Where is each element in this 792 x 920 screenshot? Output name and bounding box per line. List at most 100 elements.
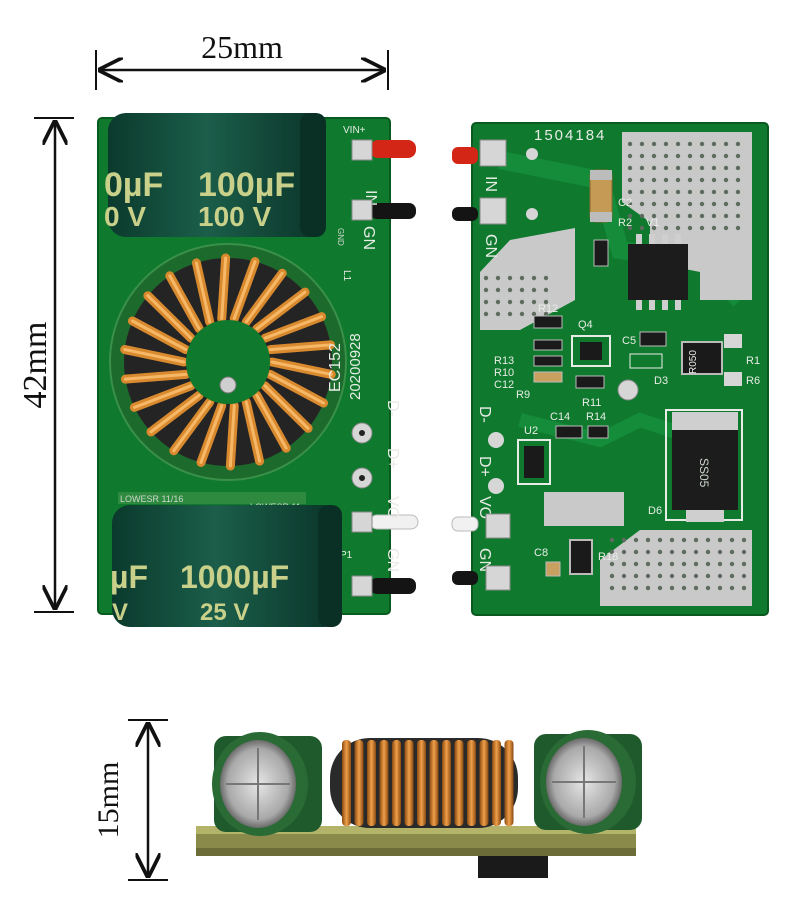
side-bottom-part bbox=[478, 856, 548, 878]
via bbox=[723, 153, 729, 159]
via bbox=[699, 177, 705, 183]
silk-r2: R2 bbox=[618, 217, 632, 229]
silk-in-back: IN bbox=[482, 176, 499, 192]
cap-bottom-sleeve-left: LOWESR 11/16 bbox=[120, 494, 183, 504]
via-array bbox=[483, 141, 747, 591]
via bbox=[657, 585, 663, 591]
coil-highlight bbox=[232, 260, 257, 320]
via bbox=[717, 585, 723, 591]
ic-pin bbox=[662, 300, 668, 310]
via bbox=[723, 189, 729, 195]
via bbox=[669, 585, 675, 591]
side-coil-winding bbox=[492, 740, 501, 826]
via bbox=[687, 153, 693, 159]
via bbox=[651, 177, 657, 183]
silk-r11: R11 bbox=[582, 397, 601, 409]
via bbox=[723, 165, 729, 171]
via bbox=[699, 225, 705, 231]
silk-serial: 1504184 bbox=[534, 127, 606, 144]
via bbox=[699, 189, 705, 195]
wire-gnd-black-top bbox=[370, 203, 416, 219]
pad-gnd-bottom bbox=[351, 575, 373, 597]
silk-d-plus-back: D+ bbox=[476, 456, 493, 477]
silk-r9: R9 bbox=[516, 389, 530, 401]
side-coil-winding bbox=[429, 740, 439, 826]
height-label: 42mm bbox=[17, 322, 54, 409]
via bbox=[483, 311, 489, 317]
back-pad-gn-top bbox=[479, 197, 507, 225]
side-coil-winding bbox=[479, 740, 489, 826]
coil-highlight bbox=[199, 404, 224, 464]
via bbox=[735, 141, 741, 147]
via bbox=[723, 141, 729, 147]
side-coil-winding bbox=[417, 740, 426, 826]
via bbox=[609, 537, 615, 543]
side-capacitor-left bbox=[212, 732, 322, 836]
via bbox=[741, 537, 747, 543]
silk-diode-mark: SS05 bbox=[697, 458, 711, 488]
ic-pin bbox=[649, 300, 655, 310]
cap-bottom-voltage: 25 V bbox=[200, 599, 249, 626]
via bbox=[693, 549, 699, 555]
dimension-height: 42mm bbox=[17, 117, 74, 613]
copper-pour-bottom-mid bbox=[544, 492, 624, 526]
silk-c5: C5 bbox=[622, 335, 636, 347]
side-coil-winding bbox=[379, 740, 389, 826]
cap-top-value: 100µF bbox=[198, 166, 295, 204]
via bbox=[681, 585, 687, 591]
via bbox=[621, 585, 627, 591]
cap-top-voltage: 100 V bbox=[198, 201, 271, 232]
via bbox=[741, 585, 747, 591]
back-pad-in bbox=[479, 139, 507, 167]
silk-date-code: 20200928 bbox=[347, 333, 364, 400]
cap-bottom-voltage-partial: V bbox=[112, 599, 128, 626]
side-coil-winding bbox=[354, 740, 364, 826]
via bbox=[609, 549, 615, 555]
via bbox=[645, 549, 651, 555]
via bbox=[711, 153, 717, 159]
ic-pin bbox=[636, 300, 642, 310]
coil-highlight bbox=[130, 319, 188, 352]
via bbox=[705, 537, 711, 543]
via bbox=[519, 311, 525, 317]
via bbox=[639, 177, 645, 183]
via bbox=[687, 165, 693, 171]
via bbox=[729, 561, 735, 567]
via bbox=[741, 549, 747, 555]
silk-d3: D3 bbox=[654, 375, 668, 387]
via bbox=[735, 225, 741, 231]
via bbox=[495, 287, 501, 293]
via bbox=[711, 165, 717, 171]
via bbox=[663, 213, 669, 219]
via bbox=[681, 549, 687, 555]
via bbox=[621, 561, 627, 567]
via bbox=[693, 561, 699, 567]
via bbox=[621, 573, 627, 579]
via bbox=[693, 537, 699, 543]
via bbox=[723, 213, 729, 219]
via bbox=[729, 537, 735, 543]
via bbox=[663, 177, 669, 183]
via bbox=[735, 213, 741, 219]
via bbox=[639, 201, 645, 207]
silk-r13: R13 bbox=[494, 355, 514, 367]
coil-highlight bbox=[268, 343, 333, 352]
via bbox=[507, 287, 513, 293]
back-pad-vo bbox=[485, 513, 511, 539]
via bbox=[657, 549, 663, 555]
via bbox=[657, 573, 663, 579]
via bbox=[723, 225, 729, 231]
via bbox=[495, 299, 501, 305]
via bbox=[669, 549, 675, 555]
silk-part-number: EC152 bbox=[327, 343, 344, 392]
cap-top-value-partial: 0µF bbox=[104, 166, 163, 204]
silk-gn-front-top: GN bbox=[360, 226, 377, 250]
side-coil-winding bbox=[392, 740, 401, 826]
via bbox=[627, 153, 633, 159]
coil-highlight bbox=[123, 372, 188, 381]
via bbox=[741, 561, 747, 567]
via bbox=[681, 573, 687, 579]
resistor-r2 bbox=[593, 239, 609, 267]
cap-bottom-value-partial: µF bbox=[110, 559, 148, 595]
side-coil-winding bbox=[367, 740, 376, 826]
